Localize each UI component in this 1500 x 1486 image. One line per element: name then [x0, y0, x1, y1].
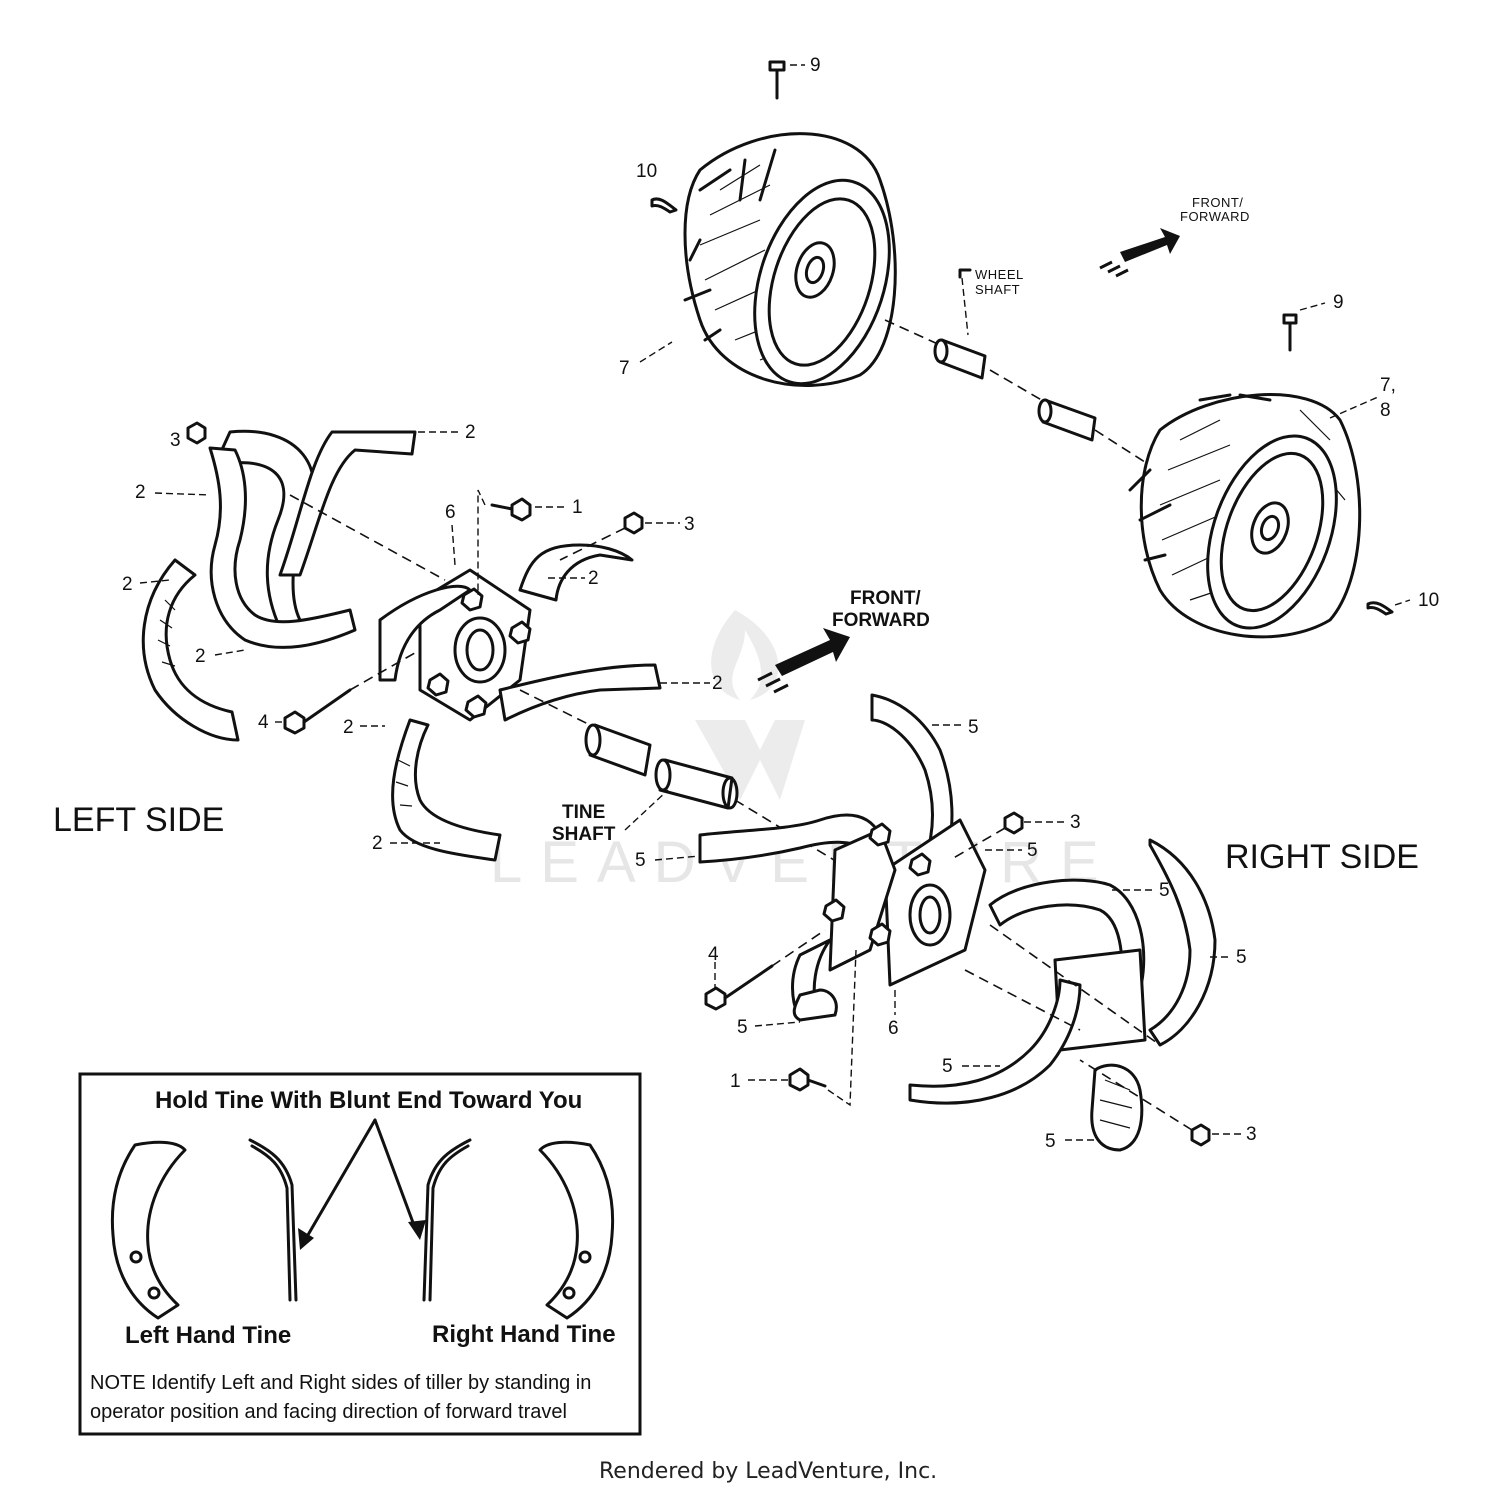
front-forward-large-line1: FRONT/ [850, 588, 921, 609]
wheel-right [1128, 393, 1362, 639]
callout: 3 [170, 430, 181, 451]
clip-10-right: 10 [1366, 590, 1439, 616]
callout: 2 [588, 568, 599, 589]
callout: 5 [635, 850, 646, 871]
clip-10-top: 10 [636, 161, 678, 214]
callout: 2 [712, 673, 723, 694]
front-forward-label-line2: FORWARD [1180, 209, 1250, 224]
front-forward-arrow-large: FRONT/ FORWARD [757, 588, 930, 694]
callout: 1 [572, 497, 583, 518]
callout: 3 [1070, 812, 1081, 833]
callout: 2 [343, 717, 354, 738]
footer-credit: Rendered by LeadVenture, Inc. [599, 1459, 937, 1484]
callout: 5 [1159, 880, 1170, 901]
callout: 7 [619, 358, 630, 379]
tine-identification-box: Hold Tine With Blunt End Toward You Left… [78, 1072, 642, 1436]
callout: 3 [684, 514, 695, 535]
tine-shaft-label-line1: TINE [562, 802, 605, 823]
callout: 1 [730, 1071, 741, 1092]
wheel-shaft-label-line1: WHEEL [975, 267, 1024, 282]
left-tine-assembly [141, 421, 662, 862]
note-line-1: NOTE Identify Left and Right sides of ti… [90, 1372, 591, 1394]
callout: 9 [810, 55, 821, 76]
right-tine-assembly [698, 693, 1217, 1152]
callout: 2 [465, 422, 476, 443]
info-box-heading: Hold Tine With Blunt End Toward You [155, 1087, 582, 1114]
left-side-label: LEFT SIDE [53, 801, 224, 839]
note-line-2: operator position and facing direction o… [90, 1401, 567, 1423]
callout: 5 [1236, 947, 1247, 968]
callout: 2 [195, 646, 206, 667]
wheel-left [683, 132, 897, 387]
callout: 2 [122, 574, 133, 595]
callout: 10 [636, 161, 657, 182]
callout: 7, [1380, 375, 1396, 396]
wheel-shaft-label-line2: SHAFT [975, 282, 1020, 297]
callout: 5 [942, 1056, 953, 1077]
left-hand-tine-label: Left Hand Tine [125, 1322, 291, 1349]
right-hand-tine-label: Right Hand Tine [432, 1321, 616, 1348]
front-forward-arrow-small: FRONT/ FORWARD [1099, 195, 1250, 278]
pin-9-top: 9 [768, 55, 821, 100]
callout-7-top: 7 [619, 341, 673, 379]
callout: 5 [968, 717, 979, 738]
callout: 4 [708, 944, 719, 965]
tine-shaft: TINE SHAFT [552, 723, 901, 901]
pin-9-right: 9 [1282, 292, 1344, 352]
callout: 3 [1246, 1124, 1257, 1145]
callout: 5 [1027, 840, 1038, 861]
callout: 2 [372, 833, 383, 854]
callout: 2 [135, 482, 146, 503]
callout: 5 [737, 1017, 748, 1038]
callout-7-8-right: 7, 8 [1329, 375, 1396, 421]
callout: 6 [888, 1018, 899, 1039]
wheel-shaft: WHEEL SHAFT [884, 267, 1166, 476]
front-forward-large-line2: FORWARD [832, 610, 930, 631]
callout: 6 [445, 502, 456, 523]
tine-shaft-label-line2: SHAFT [552, 824, 616, 845]
front-forward-label-line1: FRONT/ [1192, 195, 1243, 210]
right-callouts: 5 3 5 5 5 5 4 5 6 1 5 5 3 [635, 717, 1257, 1152]
callout: 10 [1418, 590, 1439, 611]
callout: 9 [1333, 292, 1344, 313]
right-side-label: RIGHT SIDE [1225, 838, 1419, 876]
callout: 8 [1380, 400, 1391, 421]
left-callouts: 3 2 2 2 2 1 3 6 2 2 4 2 2 [122, 422, 723, 854]
callout: 4 [258, 712, 269, 733]
callout: 5 [1045, 1131, 1056, 1152]
